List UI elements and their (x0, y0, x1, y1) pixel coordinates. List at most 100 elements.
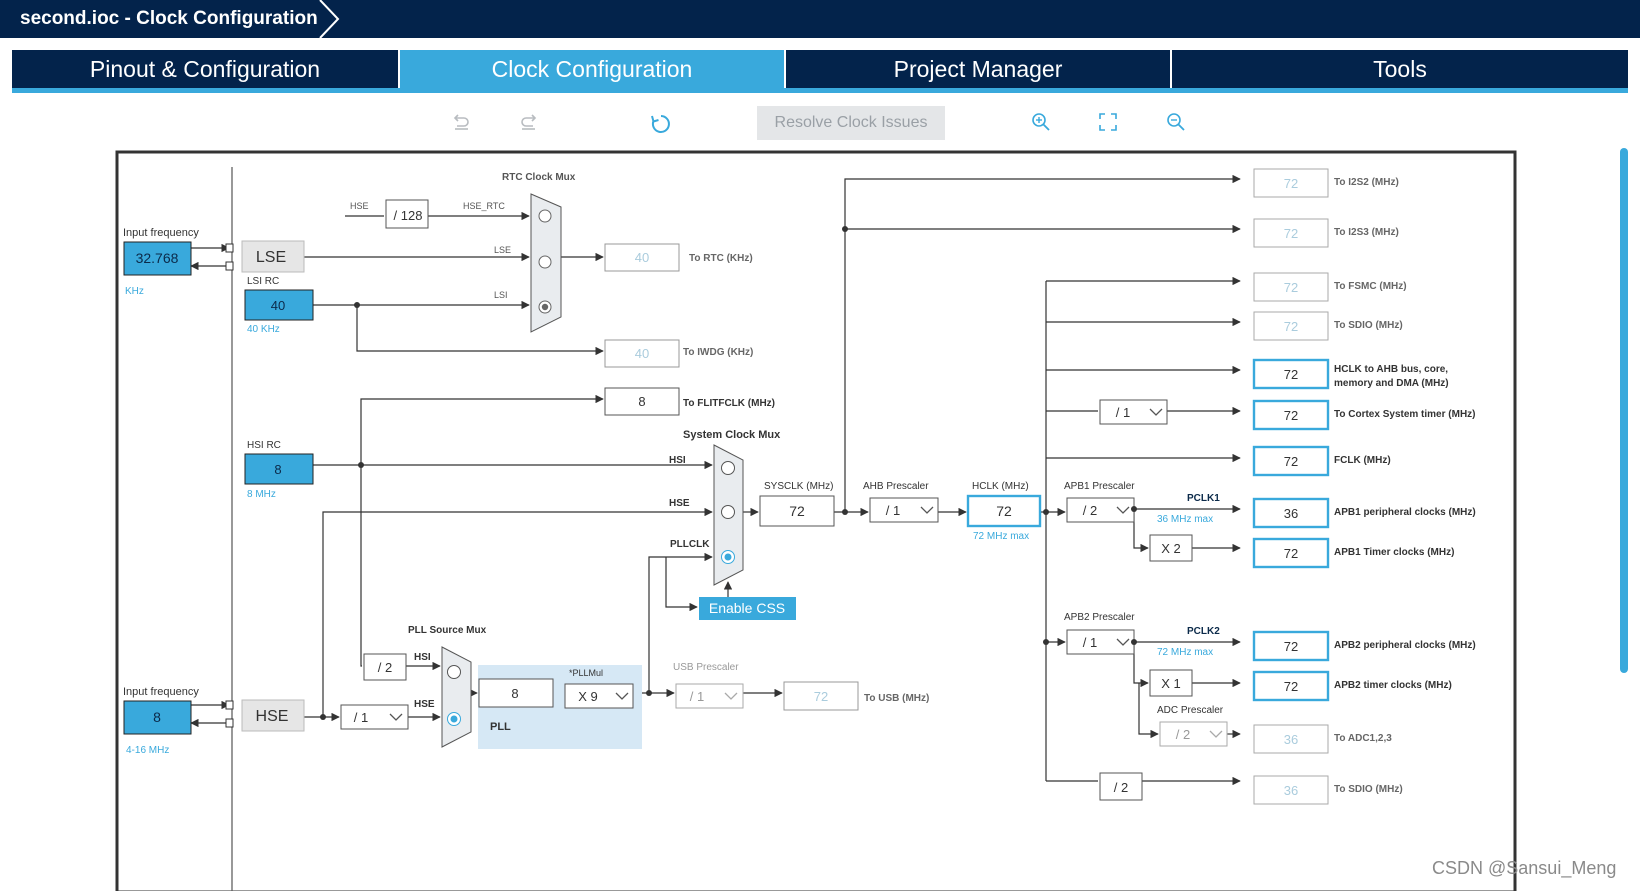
system-clock-mux-title: System Clock Mux (683, 429, 781, 441)
output-field[interactable] (1253, 272, 1329, 302)
output-label: APB2 peripheral clocks (MHz) (1334, 640, 1476, 651)
apb2-prescaler-select[interactable] (1066, 629, 1135, 655)
sysmux-hse-label: HSE (669, 498, 690, 509)
hse-rtc-divider (385, 199, 429, 229)
output-field[interactable] (1252, 445, 1330, 477)
rtc-lse-label: LSE (494, 245, 511, 255)
output-field[interactable] (1252, 537, 1330, 569)
reset-icon[interactable] (650, 113, 672, 135)
hse-block[interactable] (241, 699, 305, 732)
junction-dot (320, 714, 326, 720)
apb2-timer-multiplier (1149, 669, 1193, 697)
flitfclk-output-field (604, 387, 680, 416)
pllmul-select[interactable] (564, 683, 634, 709)
junction-dot (354, 302, 360, 308)
zoom-in-icon[interactable] (1031, 112, 1051, 132)
output-field[interactable] (1252, 670, 1330, 702)
sysclk-label: SYSCLK (MHz) (764, 481, 833, 492)
usb-prescaler-select[interactable] (675, 683, 744, 709)
enable-css-button[interactable] (699, 597, 796, 620)
pllmux-hsi-radio[interactable] (447, 665, 461, 679)
hsi-div2-value: / 2 (378, 660, 392, 675)
output-field[interactable] (1252, 497, 1330, 529)
junction-dot (842, 226, 848, 232)
tab-clock-configuration[interactable]: Clock Configuration (400, 50, 784, 88)
junction-dot (1131, 506, 1137, 512)
tab-separator (398, 50, 400, 88)
apb2-prescaler-value: / 1 (1083, 635, 1097, 650)
sysmux-hsi-radio[interactable] (721, 461, 735, 475)
output-field[interactable] (1253, 311, 1329, 341)
redo-icon[interactable] (519, 112, 539, 132)
hsi-rc-block (244, 453, 314, 485)
resolve-clock-issues-button[interactable]: Resolve Clock Issues (757, 106, 945, 140)
output-value: 72 (1284, 546, 1298, 561)
output-field[interactable] (1252, 358, 1330, 390)
output-value: 72 (1284, 367, 1298, 382)
hse-prediv-select[interactable] (340, 704, 409, 730)
hse-frequency-value: 8 (153, 709, 161, 725)
watermark: CSDN @Sansui_Meng (1432, 858, 1617, 878)
hclk-max: 72 MHz max (973, 531, 1029, 542)
rtc-hse-label: HSE (350, 201, 369, 211)
rtc-mux-lsi-radio-dot (541, 303, 549, 311)
connector-port (225, 700, 234, 710)
adc-prescaler-select[interactable] (1159, 721, 1228, 747)
rtc-mux-lse-radio[interactable] (538, 255, 552, 269)
zoom-out-icon[interactable] (1166, 112, 1186, 132)
ahb-prescaler-select[interactable] (869, 497, 939, 523)
cortex-timer-divider-select[interactable] (1099, 399, 1168, 425)
clock-wire (322, 507, 713, 717)
hsi-rc-label: HSI RC (247, 440, 281, 451)
hclk-field[interactable] (966, 494, 1042, 528)
undo-icon[interactable] (451, 112, 471, 132)
adc-prescaler-value: / 2 (1176, 727, 1190, 742)
apb1-prescaler-select[interactable] (1066, 497, 1135, 523)
output-label: HCLK to AHB bus, core, (1334, 364, 1448, 375)
lse-frequency-input[interactable] (123, 241, 192, 276)
output-field[interactable] (1253, 168, 1329, 198)
vertical-scrollbar[interactable] (1620, 148, 1628, 673)
chevron-down-icon (1209, 730, 1223, 738)
hse-frequency-input[interactable] (123, 700, 192, 735)
junction-dot (646, 690, 652, 696)
to-usb-label: To USB (MHz) (864, 693, 929, 704)
pclk1-max: 36 MHz max (1157, 514, 1213, 525)
hsi-div2-box (363, 653, 407, 681)
clock-wire (844, 174, 1241, 512)
pllmux-hse-label: HSE (414, 699, 435, 710)
output-field[interactable] (1252, 399, 1330, 431)
hse-prediv-value: / 1 (354, 710, 368, 725)
output-value: 72 (1284, 176, 1298, 191)
tab-project-manager[interactable]: Project Manager (893, 56, 1063, 82)
output-value: 72 (1284, 280, 1298, 295)
fit-screen-icon[interactable] (1098, 112, 1118, 132)
diagram-frame (115, 150, 1517, 891)
lse-input-frequency-label: Input frequency (123, 227, 199, 239)
sysclk-value: 72 (789, 503, 805, 519)
lse-block-label: LSE (256, 249, 286, 266)
iwdg-output-field (604, 339, 680, 368)
tab-pinout-configuration[interactable]: Pinout & Configuration (89, 56, 321, 82)
chevron-down-icon (1149, 408, 1163, 416)
output-field[interactable] (1253, 218, 1329, 248)
output-field[interactable] (1252, 630, 1330, 662)
output-value: 36 (1284, 732, 1298, 747)
output-field[interactable] (1253, 724, 1329, 754)
output-field[interactable] (1253, 775, 1329, 805)
output-value: 72 (1284, 319, 1298, 334)
main-tabs: Pinout & Configuration Clock Configurati… (12, 50, 1628, 93)
connector-port (225, 718, 234, 728)
iwdg-output-value: 40 (635, 346, 649, 361)
adc-prescaler-label: ADC Prescaler (1157, 705, 1224, 716)
output-label: APB1 peripheral clocks (MHz) (1334, 507, 1476, 518)
tab-tools[interactable]: Tools (1373, 56, 1427, 82)
output-value: 72 (1284, 639, 1298, 654)
sysclk-field[interactable] (759, 495, 835, 527)
rtc-mux-hse-radio[interactable] (538, 209, 552, 223)
lse-block[interactable] (241, 240, 305, 273)
apb2-timer-multiplier-value: X 1 (1161, 676, 1181, 691)
sysmux-pllclk-radio-dot (724, 553, 732, 561)
sysmux-hse-radio[interactable] (721, 505, 735, 519)
clock-wire (356, 305, 604, 356)
